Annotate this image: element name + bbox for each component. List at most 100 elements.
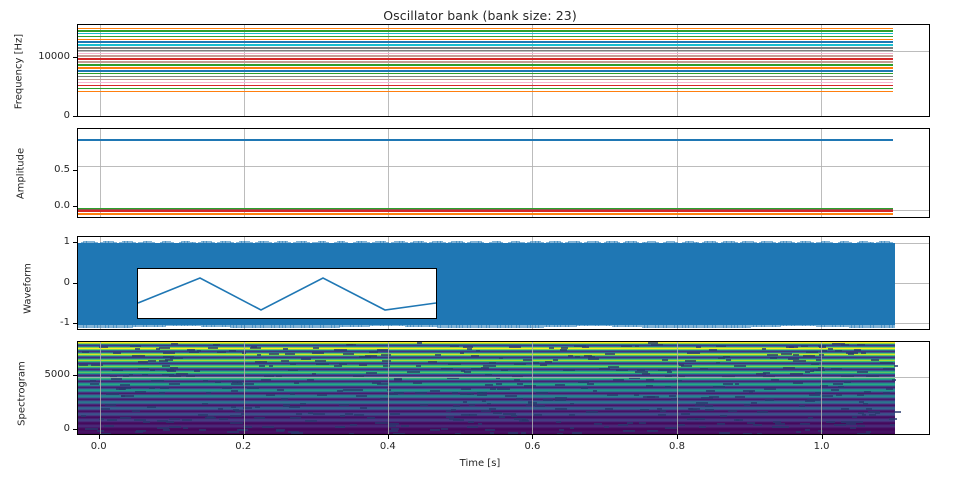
spectrogram-speckle [640,409,650,411]
spectrogram-speckle [334,349,347,351]
spectrogram-speckle [230,415,242,417]
spectrogram-speckle [283,405,290,407]
spectrogram-speckle [235,410,243,412]
spectrogram-speckle [790,373,802,375]
spectrogram-speckle [627,422,634,424]
spectrogram-speckle [343,353,354,355]
spectrogram-speckle [743,390,755,392]
spectrogram-speckle [160,387,169,389]
spectrogram-speckle [801,345,807,347]
spectrogram-speckle [217,351,227,353]
spectrogram-speckle [647,430,658,432]
spectrogram-speckle [356,395,367,397]
spectrogram-speckle [317,394,327,396]
ytick-waveform-0: 0 [36,277,70,288]
spectrogram-speckle [138,368,149,370]
spectrogram-speckle [294,382,299,384]
frequency-trace [78,61,893,63]
spectrogram-speckle [764,388,776,390]
spectrogram-speckle [806,351,818,353]
spectrogram-speckle [171,343,179,345]
spectrogram-speckle [490,432,494,434]
spectrogram-speckle [669,395,676,397]
spectrogram-speckle [162,365,170,367]
spectrogram-speckle [262,426,273,428]
spectrogram-speckle [835,350,842,352]
spectrogram-speckle [658,369,671,371]
spectrogram-speckle [846,352,858,354]
spectrogram-speckle [753,424,762,426]
waveform-inset-trace [138,269,436,318]
spectrogram-speckle [208,347,218,349]
gridline-vertical [388,129,389,217]
spectrogram-speckle [857,425,865,427]
spectrogram-speckle [481,367,489,369]
spectrogram-speckle [720,415,727,417]
spectrogram-speckle [487,403,491,405]
spectrogram-speckle [269,353,279,355]
spectrogram-speckle [735,396,745,398]
xtickmark [532,435,533,439]
spectrogram-speckle [796,431,800,433]
spectrogram-speckle [435,354,442,356]
gridline-vertical [100,129,101,217]
spectrogram-speckle [808,417,813,419]
spectrogram-speckle [169,426,181,428]
spectrogram-speckle [166,421,173,423]
spectrogram-speckle [266,394,275,396]
spectrogram-speckle [570,427,575,429]
spectrogram-speckle [857,344,864,346]
frequency-trace [78,82,893,84]
spectrogram-speckle [415,392,427,394]
spectrogram-speckle [543,399,552,401]
xtick-label: 0.8 [657,441,697,452]
spectrogram-speckle [822,395,834,397]
spectrogram-speckle [569,414,575,416]
spectrogram-speckle [889,418,897,420]
spectrogram-speckle [618,424,628,426]
ytick-spectrogram-5000: 5000 [26,369,70,380]
spectrogram-speckle [658,414,666,416]
spectrogram-speckle [805,429,810,431]
spectrogram-speckle [430,390,441,392]
spectrogram-speckle [82,351,90,353]
spectrogram-speckle [553,359,558,361]
spectrogram-speckle [555,408,566,410]
spectrogram-speckle [716,362,720,364]
spectrogram-speckle [288,369,298,371]
figure-title: Oscillator bank (bank size: 23) [0,8,960,23]
spectrogram-speckle [130,345,141,347]
spectrogram-speckle [773,421,781,423]
spectrogram-speckle [461,370,465,372]
spectrogram-speckle [183,427,188,429]
spectrogram-speckle [838,386,843,388]
spectrogram-speckle [536,392,547,394]
spectrogram-speckle [744,404,750,406]
spectrogram-speckle [800,423,810,425]
spectrogram-speckle [351,389,362,391]
spectrogram-speckle [230,422,243,424]
spectrogram-speckle [560,349,567,351]
spectrogram-speckle [359,364,367,366]
gridline-vertical [244,129,245,217]
spectrogram-speckle [313,347,319,349]
spectrogram-speckle [497,388,510,390]
spectrogram-speckle [770,357,777,359]
spectrogram-speckle [369,351,378,353]
spectrogram-speckle [104,425,114,427]
spectrogram-speckle [523,359,532,361]
spectrogram-speckle [296,413,303,415]
spectrogram-speckle [165,359,173,361]
spectrogram-speckle [816,369,820,371]
spectrogram-speckle [629,377,640,379]
spectrogram-speckle [148,360,157,362]
spectrogram-speckle [623,430,635,432]
spectrogram-speckle [514,379,520,381]
plot-area-spectrogram [78,342,929,434]
spectrogram-speckle [751,402,757,404]
gridline-vertical [100,342,101,434]
spectrogram-speckle [312,373,316,375]
plot-area-frequency [78,25,929,116]
spectrogram-speckle [446,416,454,418]
spectrogram-speckle [335,426,345,428]
